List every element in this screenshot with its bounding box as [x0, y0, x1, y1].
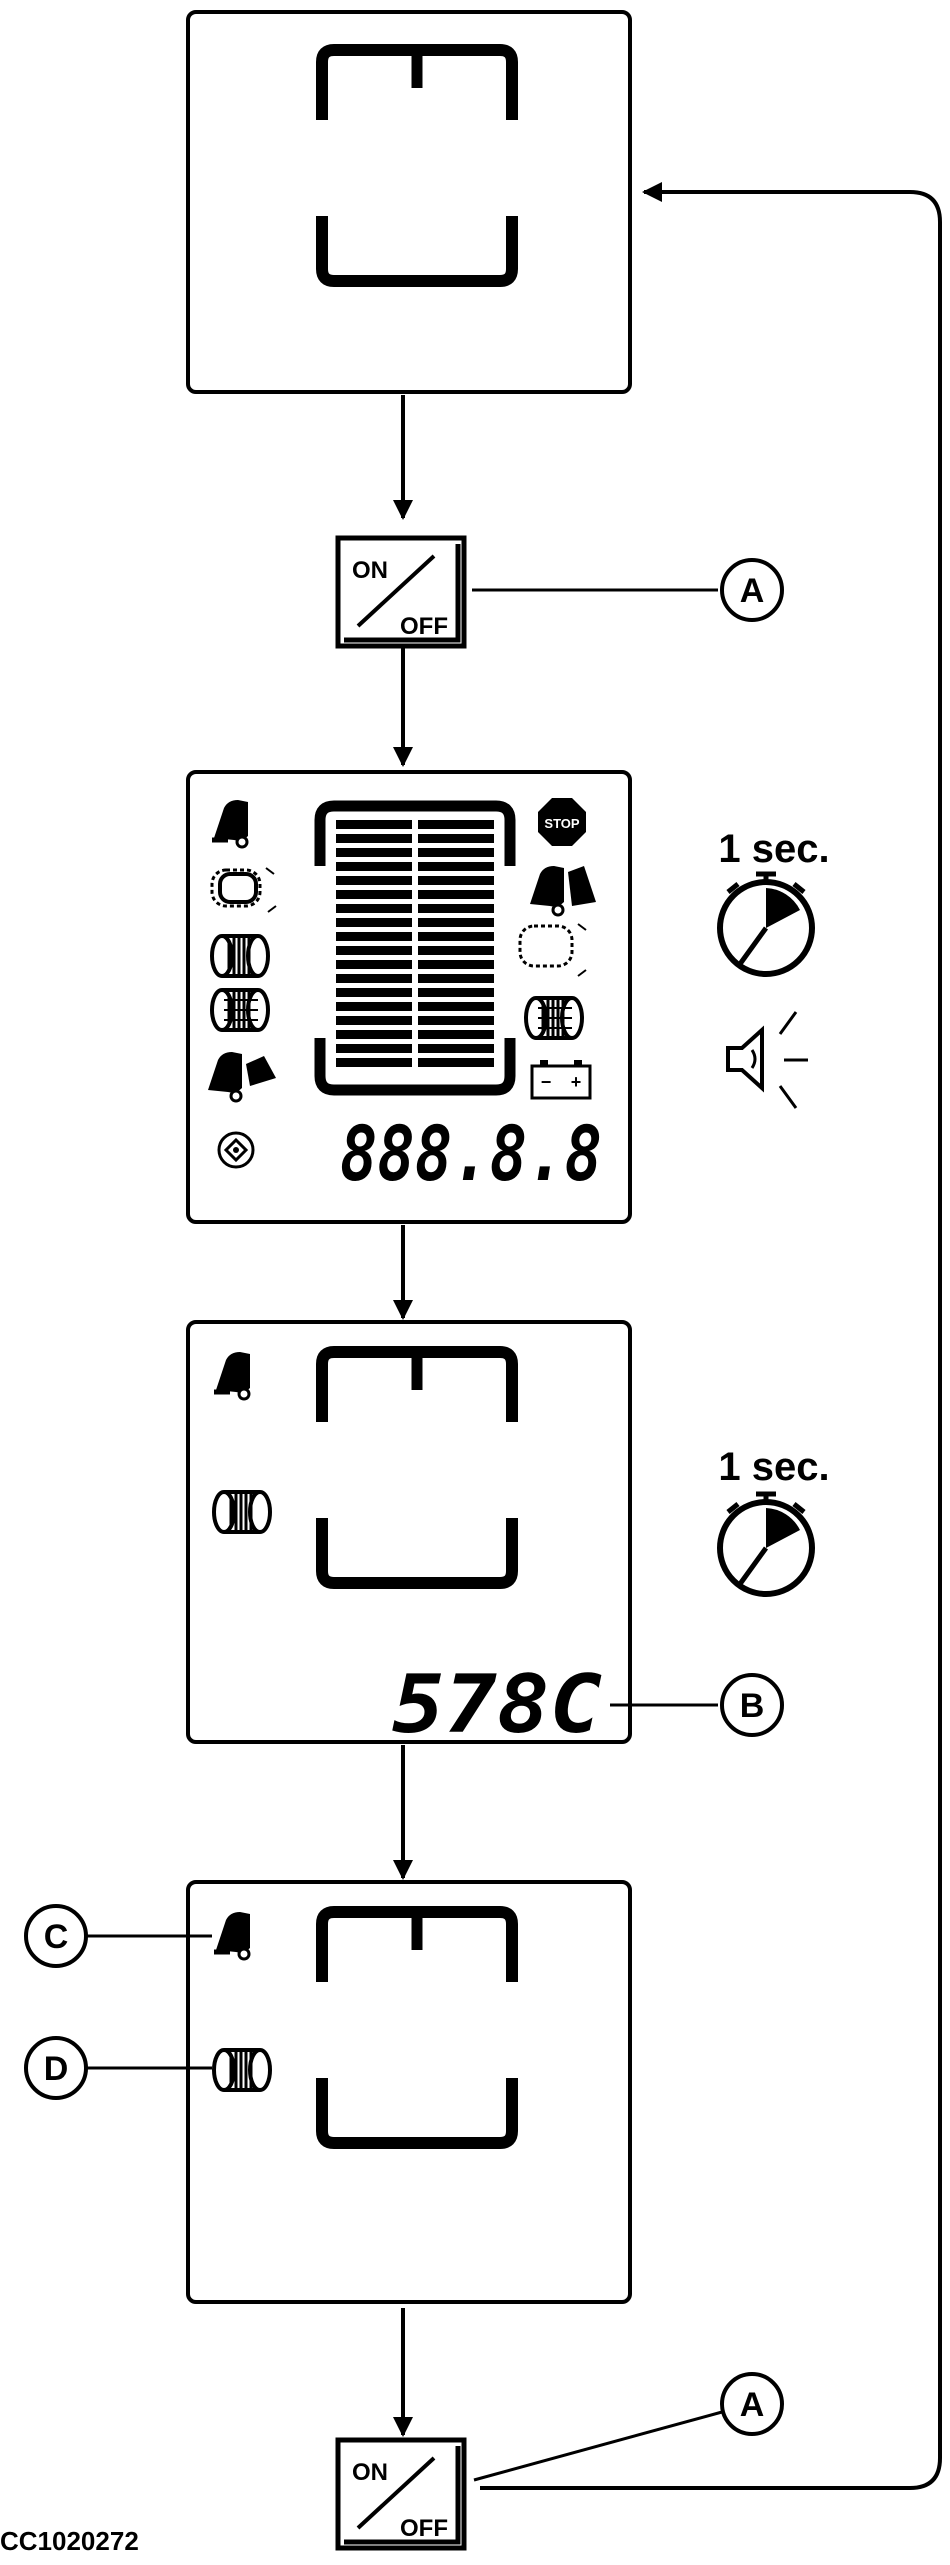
callout-a-top: A [720, 558, 784, 622]
bale-wrap-icon [212, 1490, 272, 1534]
bale-wrap-icon [212, 2048, 272, 2092]
switch-off-label: OFF [400, 613, 448, 640]
callout-c-label: C [44, 1918, 69, 1956]
leader-a-bottom [473, 2410, 723, 2482]
stop-label: STOP [544, 816, 579, 831]
model-code-panel: 578C [186, 1320, 632, 1751]
callout-b-label: B [740, 1687, 765, 1725]
callout-d-label: D [44, 2050, 69, 2088]
battery-minus: − [541, 1072, 552, 1092]
figure-id: CC1020272 [0, 2526, 139, 2556]
callout-a-bottom: A [720, 2372, 784, 2436]
bale-size-icon [210, 867, 277, 913]
bale-diameter-icon [518, 923, 587, 977]
stopwatch-icon [720, 1494, 812, 1594]
arrow-loop-back [480, 182, 942, 2490]
baler-tailgate-icon [208, 1052, 276, 1103]
callout-d: D [24, 2036, 88, 2100]
bale-net-right-icon [524, 996, 584, 1040]
timer-label-1: 1 sec. [718, 827, 829, 871]
speaker-icon [726, 1011, 808, 1109]
diagnostic-icon [217, 1131, 255, 1169]
segment-test-readout: 888.8.8 [340, 1109, 602, 1198]
switch-off-label: OFF [400, 2515, 448, 2542]
display-off-panel [186, 10, 632, 394]
bale-wrap-icon [210, 934, 270, 978]
callout-a-label: A [740, 572, 765, 610]
on-off-button[interactable]: ON OFF [338, 538, 464, 646]
bale-net-icon [210, 988, 270, 1032]
callout-c: C [24, 1904, 88, 1968]
operating-display-panel [186, 1880, 632, 2304]
switch-on-label: ON [352, 2459, 388, 2486]
stop-icon: STOP [538, 798, 586, 846]
battery-icon: − + [530, 1060, 592, 1100]
switch-on-label: ON [352, 557, 388, 584]
tailgate-open-icon [530, 866, 596, 917]
display-test-panel: STOP − + 888.8.8 [186, 770, 632, 1224]
model-code-readout: 578C [392, 1658, 602, 1751]
stopwatch-icon [720, 874, 812, 974]
callout-b: B [720, 1673, 784, 1737]
timer-label-2: 1 sec. [718, 1445, 829, 1489]
on-off-button[interactable]: ON OFF [338, 2440, 464, 2548]
battery-plus: + [571, 1072, 582, 1092]
callout-a-label: A [740, 2386, 765, 2424]
